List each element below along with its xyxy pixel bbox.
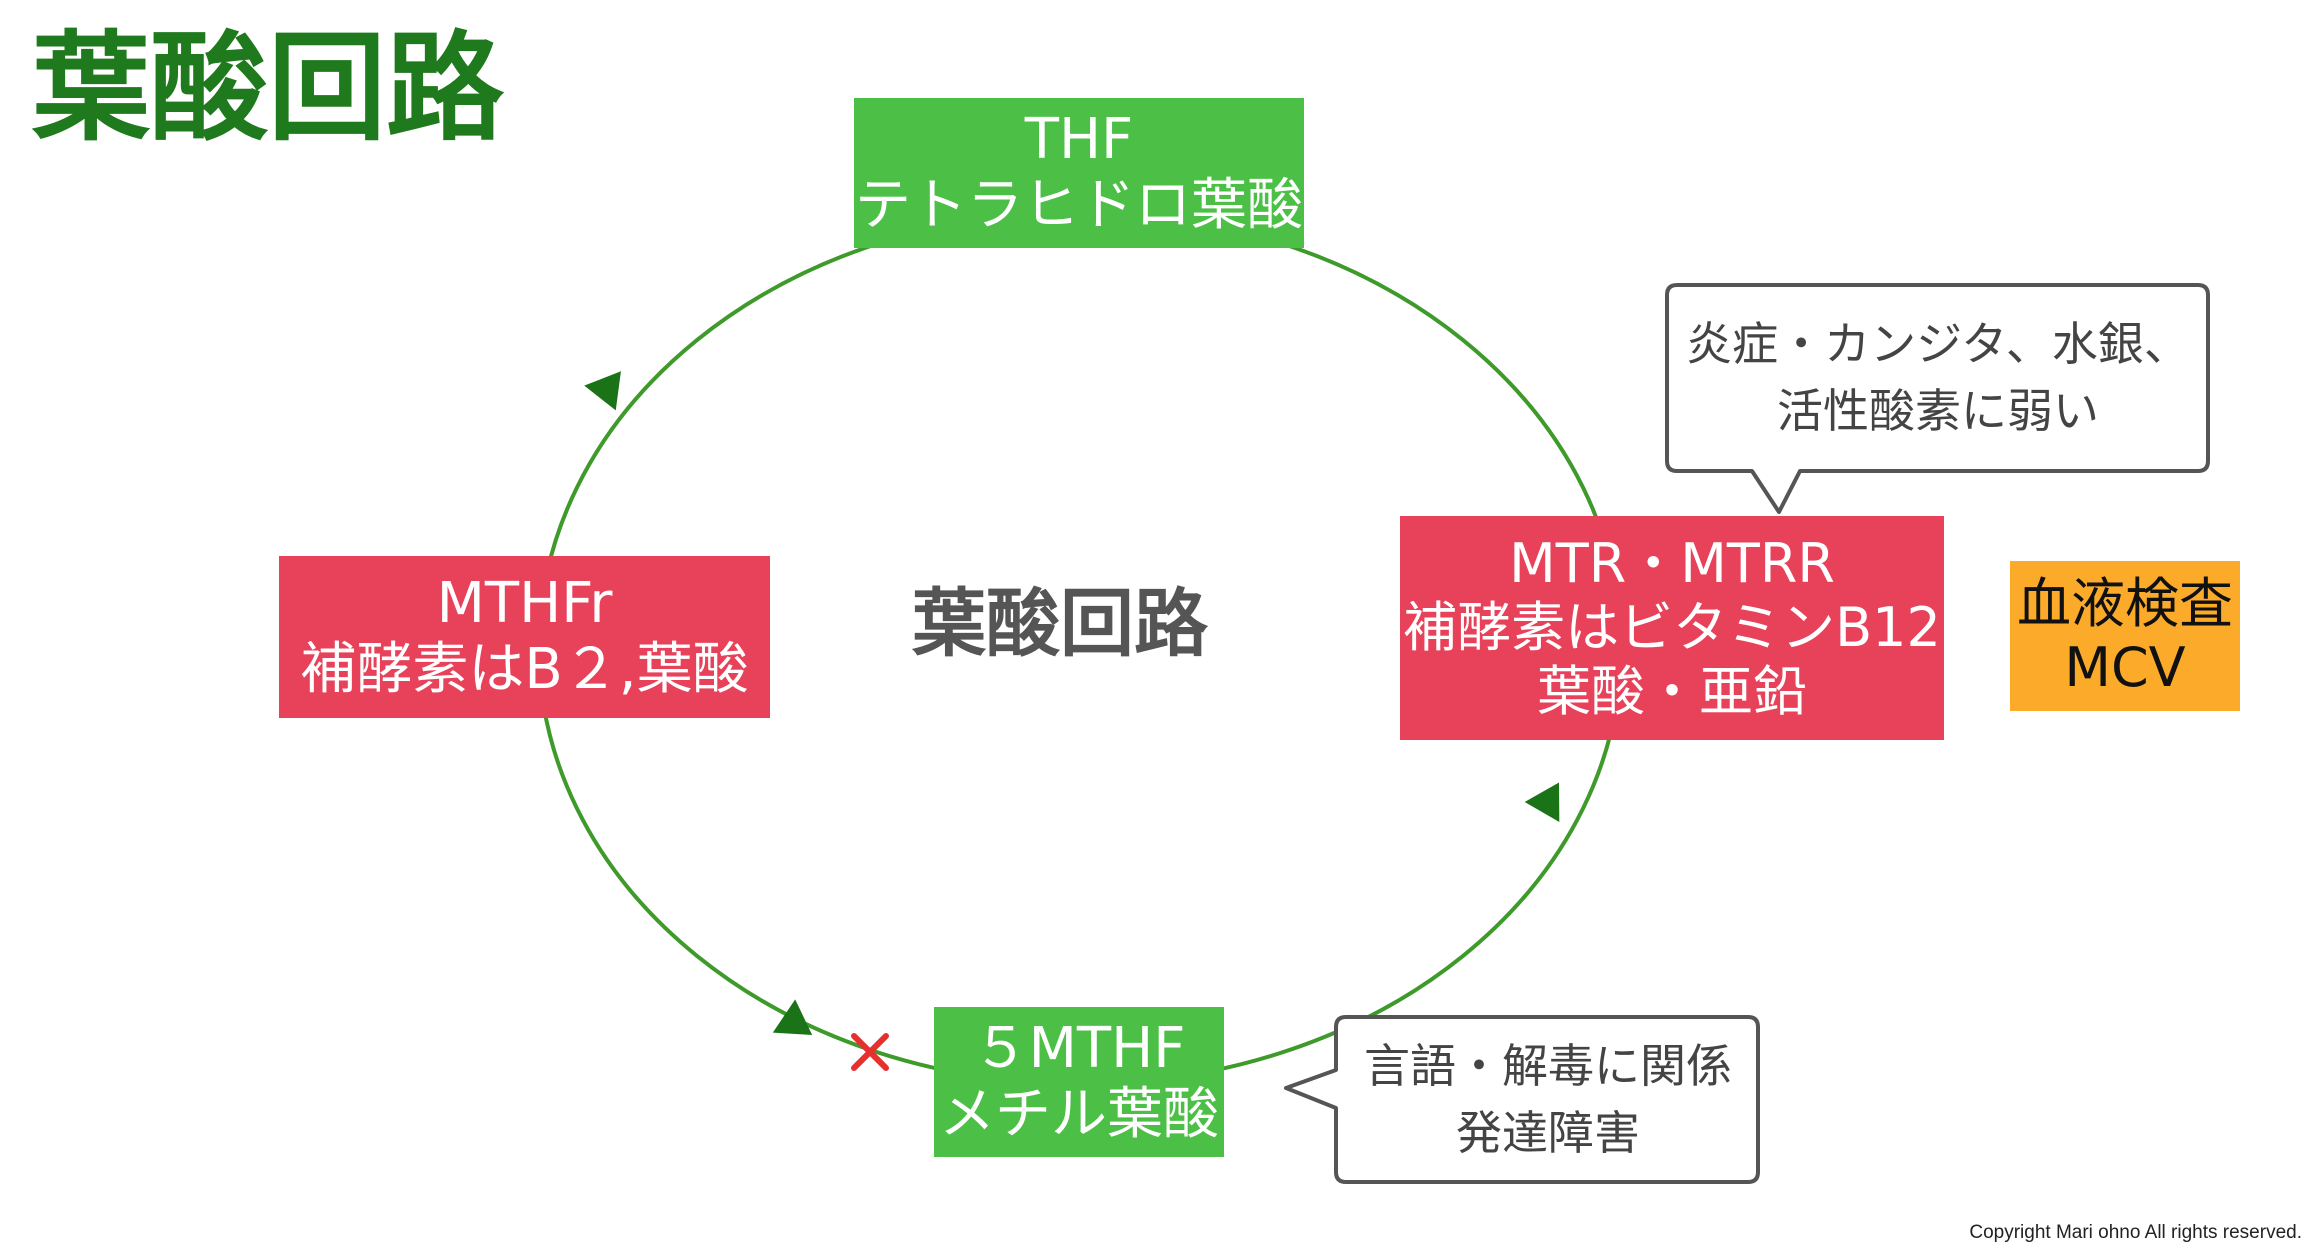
- page-title: 葉酸回路: [32, 19, 505, 157]
- node-thf-name: テトラヒドロ葉酸: [855, 173, 1303, 238]
- blood-test-box: 血液検査 MCV: [2010, 561, 2240, 711]
- callout-mtr-line2: 活性酸素に弱い: [1777, 384, 2099, 438]
- node-mtr-abbr: MTR・MTRR: [1509, 532, 1835, 596]
- callout-bubble-5mthf: [1284, 1015, 1760, 1184]
- node-5mthf-abbr: ５MTHF: [972, 1015, 1186, 1081]
- node-mtr-mtrr: MTR・MTRR 補酵素はビタミンB12 葉酸・亜鉛: [1400, 516, 1944, 740]
- callout-5mthf-text: 言語・解毒に関係 発達障害: [1336, 1018, 1760, 1182]
- blood-test-mcv: MCV: [2064, 636, 2186, 699]
- callout-5mthf-line1: 言語・解毒に関係: [1364, 1039, 1732, 1094]
- node-thf-abbr: THF: [1024, 106, 1134, 172]
- cycle-arrow-lower-right: [1524, 782, 1560, 822]
- callout-mtr-line1: 炎症・カンジタ、水銀、: [1686, 317, 2190, 372]
- callout-5mthf-line2: 発達障害: [1456, 1106, 1640, 1160]
- copyright-notice: Copyright Mari ohno All rights reserved.: [1969, 1222, 2302, 1243]
- node-mtr-cofactor: 補酵素はビタミンB12: [1403, 596, 1941, 660]
- node-mthfr-cofactor: 補酵素はB２,葉酸: [300, 637, 749, 702]
- node-thf: THF テトラヒドロ葉酸: [854, 98, 1304, 248]
- node-mtr-nutrients: 葉酸・亜鉛: [1537, 659, 1807, 723]
- node-5mthf: ５MTHF メチル葉酸: [934, 1007, 1224, 1157]
- callout-mtr-text: 炎症・カンジタ、水銀、 活性酸素に弱い: [1668, 286, 2208, 470]
- cycle-center-label: 葉酸回路: [912, 581, 1208, 667]
- blood-test-label: 血液検査: [2017, 572, 2233, 636]
- node-mthfr: MTHFr 補酵素はB２,葉酸: [279, 556, 770, 718]
- cycle-arrow-upper-left: [584, 371, 621, 411]
- callout-bubble-mtr: [1665, 283, 2210, 514]
- node-mthfr-abbr: MTHFr: [436, 570, 613, 636]
- cycle-arrow-lower-left: [772, 999, 813, 1036]
- node-5mthf-name: メチル葉酸: [939, 1082, 1219, 1147]
- block-x-marker: [851, 1033, 889, 1071]
